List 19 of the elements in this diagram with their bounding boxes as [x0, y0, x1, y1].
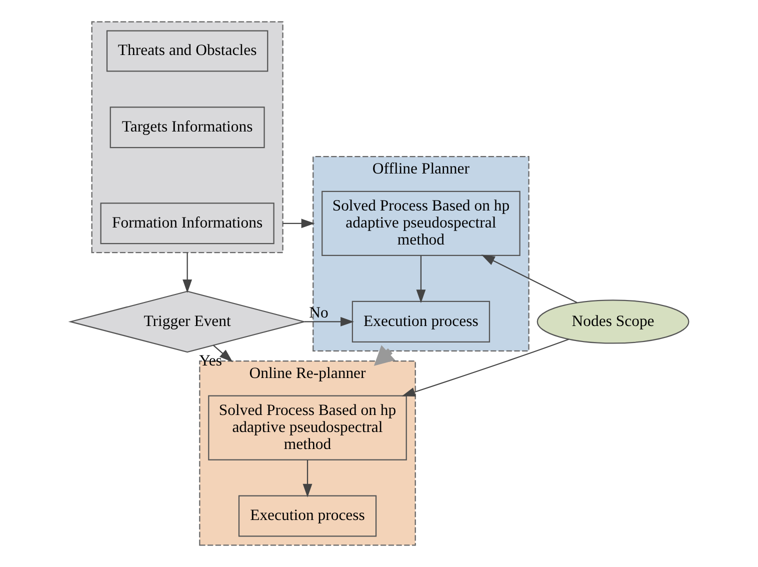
node-box: Solved Process Based on hp adaptive pseudospectral method — [321, 190, 520, 256]
arrow — [416, 255, 426, 304]
arrow — [304, 316, 354, 326]
node-box: Threats and Obstacles — [106, 30, 268, 72]
node-box: Targets Informations — [109, 106, 264, 148]
node-box: Solved Process Based on hp adaptive pseudospectral method — [208, 395, 406, 460]
arrow — [302, 460, 312, 498]
arrow — [212, 344, 232, 362]
arrow — [282, 218, 314, 228]
node-box: Execution process — [351, 300, 490, 342]
node-box: Formation Informations — [100, 202, 274, 244]
node-diamond: Trigger Event — [68, 290, 306, 353]
arrow — [401, 338, 569, 397]
cluster — [90, 21, 283, 254]
arrow — [182, 252, 192, 294]
node-box: Execution process — [238, 495, 376, 537]
node-ellipse: Nodes Scope — [536, 300, 689, 344]
arrow — [480, 254, 577, 304]
arrow — [373, 345, 395, 366]
